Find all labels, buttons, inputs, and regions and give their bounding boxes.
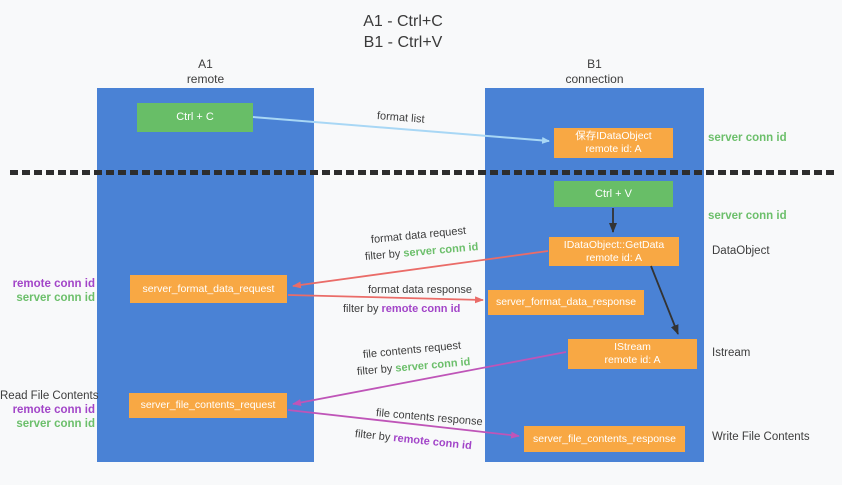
annotation-server-conn-id-top: server conn id (708, 132, 787, 144)
lane-header-a1: A1 remote (97, 57, 314, 87)
node-ctrl-c: Ctrl + C (137, 103, 253, 132)
filter-by-prefix: filter by (343, 303, 382, 315)
edge-label-filter-by-remote-conn-id-1: filter by remote conn id (343, 303, 460, 315)
node-getdata-line2: remote id: A (585, 251, 643, 264)
node-ctrl-v-label: Ctrl + V (595, 187, 632, 200)
copy-paste-divider-line (10, 170, 836, 175)
annotation-dataobject: DataObject (712, 245, 770, 257)
node-server-format-data-response: server_format_data_response (488, 290, 644, 315)
remote-conn-id-value: remote conn id (392, 432, 473, 453)
node-idataobject-getdata: IDataObject::GetData remote id: A (549, 237, 679, 266)
lane-header-b1: B1 connection (485, 57, 704, 87)
node-server-format-data-request-label: server_format_data_request (142, 282, 275, 295)
annotation-remote-conn-id-mid: remote conn id (12, 278, 95, 290)
remote-conn-id-value: remote conn id (381, 303, 461, 315)
node-server-file-contents-request: server_file_contents_request (129, 393, 287, 418)
edge-label-format-list: format list (376, 110, 426, 126)
node-save-idataobject-line2: remote id: A (585, 143, 642, 155)
filter-by-prefix: filter by (356, 362, 396, 378)
annotation-read-file-contents: Read File Contents (0, 390, 99, 402)
node-getdata-line1: IDataObject::GetData (563, 238, 665, 251)
node-server-file-contents-request-label: server_file_contents_request (140, 399, 276, 411)
annotation-server-conn-id-mid: server conn id (708, 210, 787, 222)
annotation-conn-ids-mid: remote conn id server conn id (0, 278, 95, 305)
annotation-write-file-contents: Write File Contents (712, 431, 810, 443)
node-istream-line1: IStream (614, 341, 651, 353)
filter-by-prefix: filter by (354, 428, 394, 444)
edge-label-filter-by-remote-conn-id-2: filter by remote conn id (354, 428, 472, 452)
node-ctrl-c-label: Ctrl + C (176, 111, 214, 123)
annotation-server-conn-id-left-bottom: server conn id (16, 417, 95, 430)
node-server-file-contents-response: server_file_contents_response (524, 426, 685, 452)
node-ctrl-v: Ctrl + V (554, 181, 673, 207)
lane-a1-subtitle: remote (186, 72, 225, 86)
annotation-conn-ids-bottom: remote conn id server conn id (0, 404, 95, 431)
lane-b1-subtitle: connection (565, 72, 624, 86)
edge-label-file-contents-response: file contents response (375, 407, 484, 429)
node-save-idataobject-line1: 保存IDataObject (575, 130, 652, 142)
server-conn-id-value: server conn id (402, 241, 479, 260)
annotation-remote-conn-id-bottom: remote conn id (12, 404, 95, 416)
node-istream: IStream remote id: A (568, 339, 697, 369)
title-line-1: A1 - Ctrl+C (363, 13, 443, 30)
node-server-format-data-response-label: server_format_data_response (495, 296, 637, 308)
filter-by-prefix: filter by (364, 247, 404, 263)
node-save-idataobject: 保存IDataObject remote id: A (554, 128, 673, 158)
diagram-title: A1 - Ctrl+C B1 - Ctrl+V (0, 11, 806, 53)
lane-b1-name: B1 (587, 57, 602, 71)
server-conn-id-value: server conn id (394, 356, 471, 375)
lane-a1-name: A1 (198, 57, 213, 71)
node-istream-line2: remote id: A (604, 354, 661, 366)
title-line-2: B1 - Ctrl+V (363, 34, 443, 51)
annotation-istream: Istream (712, 347, 751, 359)
edge-label-format-data-response: format data response (368, 284, 472, 296)
node-server-format-data-request: server_format_data_request (130, 275, 287, 303)
annotation-server-conn-id-left-mid: server conn id (16, 291, 95, 304)
node-server-file-contents-response-label: server_file_contents_response (532, 432, 676, 445)
